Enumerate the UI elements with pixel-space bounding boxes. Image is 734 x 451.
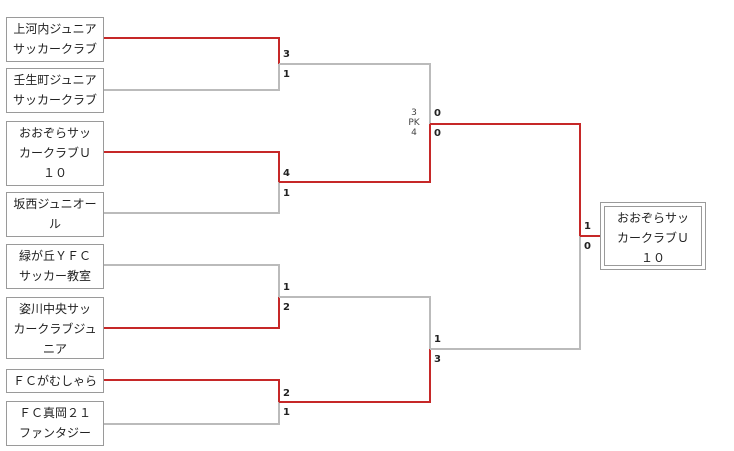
line-r1b-top (104, 151, 280, 182)
team-name-line: おおぞらサッ (18, 126, 91, 140)
team-box-7: ＦＣがむしゃら (6, 369, 104, 393)
team-name-line: ル (48, 217, 61, 231)
score-r1c-bottom: 2 (283, 302, 290, 313)
line-final-top (430, 123, 581, 236)
team-box-2: 壬生町ジュニア サッカークラブ (6, 68, 104, 113)
team-box-6: 姿川中央サッ カークラブジュ ニア (6, 297, 104, 359)
score-r1b-top: 4 (283, 168, 290, 179)
line-final-bottom (430, 236, 581, 350)
team-box-5: 緑が丘ＹＦＣ サッカー教室 (6, 244, 104, 289)
line-r2b-top (279, 296, 431, 349)
team-name-line: 姿川中央サッ (18, 302, 91, 316)
score-r2a-bottom: 0 (434, 128, 441, 139)
champion-box: おおぞらサッ カークラブＵ １０ (600, 202, 706, 270)
line-r1c-top (104, 264, 280, 297)
score-r1a-bottom: 1 (283, 69, 290, 80)
line-r2b-bottom (279, 349, 431, 403)
champion-name-line: １０ (640, 251, 665, 265)
score-final-bottom: 0 (584, 241, 591, 252)
team-box-3: おおぞらサッ カークラブＵ １０ (6, 121, 104, 186)
team-name-line: ニア (42, 342, 67, 356)
line-r1d-top (104, 379, 280, 402)
line-r2a-bottom (279, 124, 431, 183)
score-r1d-top: 2 (283, 388, 290, 399)
line-r1a-top (104, 37, 280, 64)
team-name-line: 緑が丘ＹＦＣ (18, 249, 91, 263)
score-r2b-top: 1 (434, 334, 441, 345)
team-name-line: 壬生町ジュニア (13, 73, 97, 87)
line-r2a-top (279, 63, 431, 124)
champion-name-line: カークラブＵ (616, 231, 689, 245)
team-box-4: 坂西ジュニオー ル (6, 192, 104, 237)
pk-label: PK (408, 118, 420, 128)
score-final-top: 1 (584, 221, 591, 232)
team-name-line: 上河内ジュニア (13, 22, 97, 36)
team-box-8: ＦＣ真岡２１ ファンタジー (6, 401, 104, 446)
line-r1c-bottom (104, 297, 280, 329)
team-name-line: サッカー教室 (18, 269, 91, 283)
score-r1d-bottom: 1 (283, 407, 290, 418)
team-name-line: サッカークラブ (12, 93, 97, 107)
pk-home-score: 3 (411, 108, 417, 118)
pk-away-score: 4 (411, 128, 417, 138)
team-name-line: ファンタジー (18, 426, 91, 440)
line-r1a-bottom (104, 64, 280, 91)
team-name-line: カークラブＵ (18, 146, 91, 160)
score-r1b-bottom: 1 (283, 188, 290, 199)
champion-inner: おおぞらサッ カークラブＵ １０ (604, 206, 702, 266)
champion-name-line: おおぞらサッ (616, 211, 689, 225)
score-r1a-top: 3 (283, 49, 290, 60)
team-name-line: １０ (42, 166, 67, 180)
team-name-line: サッカークラブ (12, 42, 97, 56)
line-r1d-bottom (104, 402, 280, 425)
score-r2a-top: 0 (434, 108, 441, 119)
team-name-line: ＦＣがむしゃら (12, 374, 97, 388)
team-name-line: ＦＣ真岡２１ (18, 406, 91, 420)
score-r1c-top: 1 (283, 282, 290, 293)
team-name-line: 坂西ジュニオー (13, 197, 97, 211)
team-name-line: カークラブジュ (13, 322, 97, 336)
team-box-1: 上河内ジュニア サッカークラブ (6, 17, 104, 62)
pk-result: 3 PK 4 (407, 108, 421, 138)
line-r1b-bottom (104, 182, 280, 214)
score-r2b-bottom: 3 (434, 354, 441, 365)
